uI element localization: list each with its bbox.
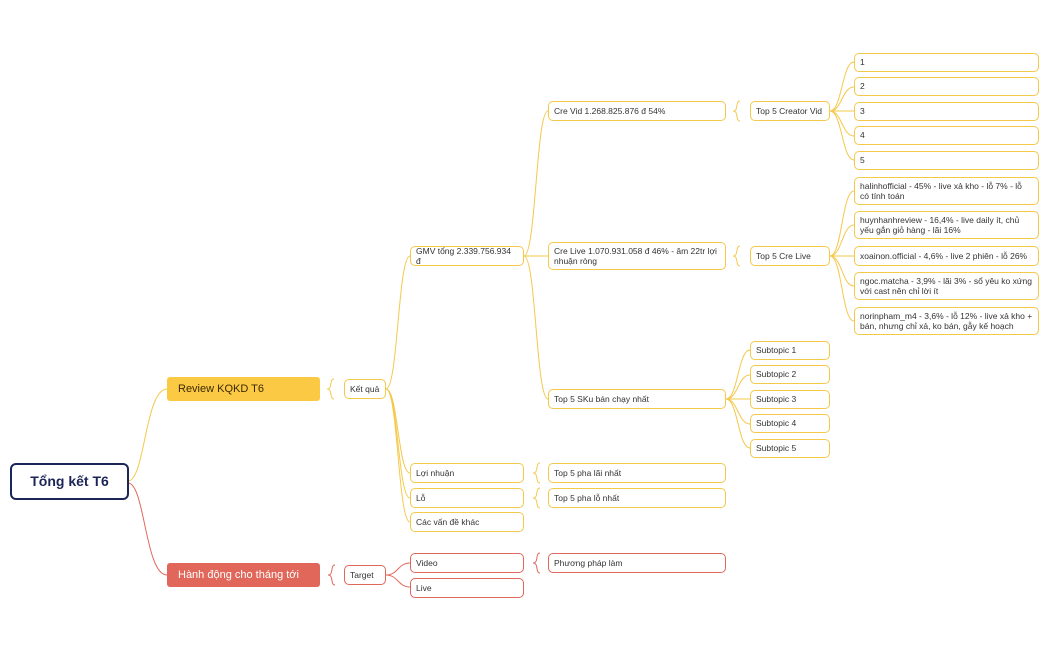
- sku-subtopic[interactable]: Subtopic 2: [750, 365, 830, 384]
- creator-vid-item[interactable]: 4: [854, 126, 1039, 145]
- node-phuong-phap[interactable]: Phương pháp làm: [548, 553, 726, 573]
- node-target[interactable]: Target: [344, 565, 386, 585]
- cre-live-item[interactable]: halinhofficial - 45% - live xả kho - lỗ …: [854, 177, 1039, 205]
- sku-subtopic[interactable]: Subtopic 5: [750, 439, 830, 458]
- sku-subtopic[interactable]: Subtopic 3: [750, 390, 830, 409]
- node-top5-cre-live[interactable]: Top 5 Cre Live: [750, 246, 830, 266]
- cre-live-item[interactable]: norinpham_m4 - 3,6% - lỗ 12% - live xả k…: [854, 307, 1039, 335]
- node-ket-qua[interactable]: Kết quả: [344, 379, 386, 399]
- creator-vid-item[interactable]: 2: [854, 77, 1039, 96]
- node-van-de-khac[interactable]: Các vấn đề khác: [410, 512, 524, 532]
- node-lo[interactable]: Lỗ: [410, 488, 524, 508]
- node-top5-sku[interactable]: Top 5 SKu bán chạy nhất: [548, 389, 726, 409]
- cre-live-item[interactable]: xoainon.official - 4,6% - live 2 phiên -…: [854, 246, 1039, 266]
- root-topic[interactable]: Tổng kết T6: [10, 463, 129, 500]
- node-live[interactable]: Live: [410, 578, 524, 598]
- creator-vid-item[interactable]: 1: [854, 53, 1039, 72]
- node-loi-nhuan[interactable]: Lợi nhuận: [410, 463, 524, 483]
- branch-action-next-month[interactable]: Hành động cho tháng tới: [167, 563, 320, 587]
- creator-vid-item[interactable]: 5: [854, 151, 1039, 170]
- node-top5-creator-vid[interactable]: Top 5 Creator Vid: [750, 101, 830, 121]
- node-top5-lai[interactable]: Top 5 pha lãi nhất: [548, 463, 726, 483]
- node-video[interactable]: Video: [410, 553, 524, 573]
- sku-subtopic[interactable]: Subtopic 1: [750, 341, 830, 360]
- cre-live-item[interactable]: huynhanhreview - 16,4% - live daily ít, …: [854, 211, 1039, 239]
- creator-vid-item[interactable]: 3: [854, 102, 1039, 121]
- node-top5-lo[interactable]: Top 5 pha lỗ nhất: [548, 488, 726, 508]
- node-gmv[interactable]: GMV tổng 2.339.756.934 đ: [410, 246, 524, 266]
- node-cre-vid[interactable]: Cre Vid 1.268.825.876 đ 54%: [548, 101, 726, 121]
- sku-subtopic[interactable]: Subtopic 4: [750, 414, 830, 433]
- cre-live-item[interactable]: ngoc.matcha - 3,9% - lãi 3% - sổ yêu ko …: [854, 272, 1039, 300]
- branch-review-kqkd[interactable]: Review KQKD T6: [167, 377, 320, 401]
- node-cre-live[interactable]: Cre Live 1.070.931.058 đ 46% - âm 22tr l…: [548, 242, 726, 270]
